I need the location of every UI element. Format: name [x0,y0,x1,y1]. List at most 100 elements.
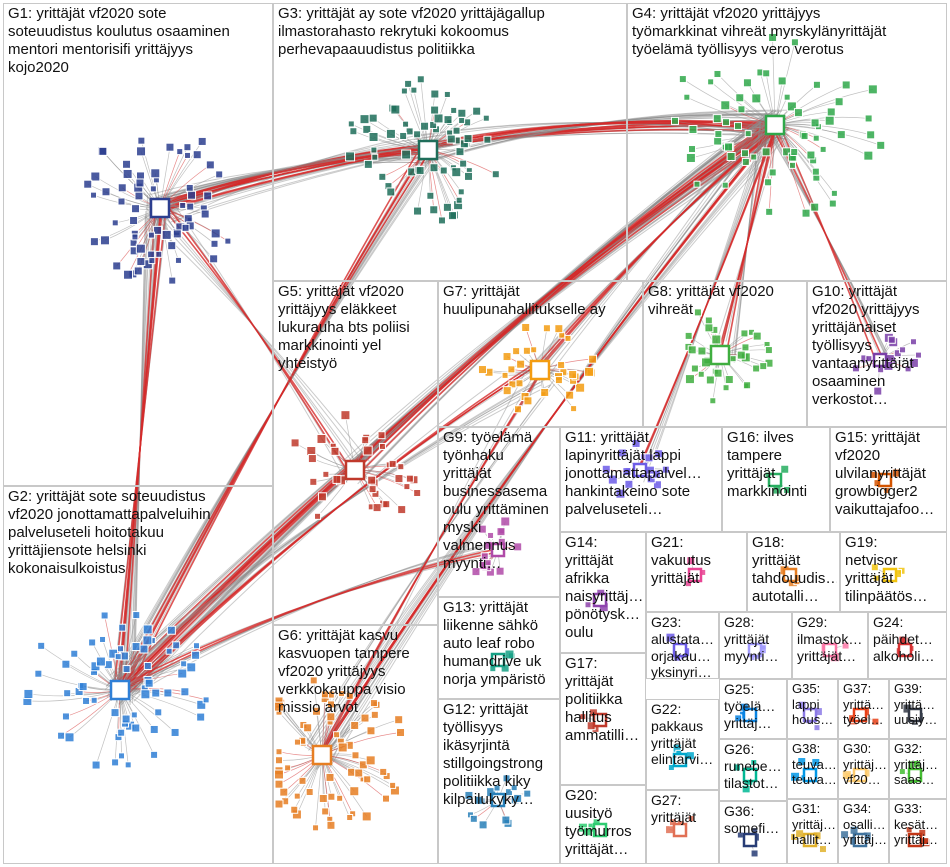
node-g4[interactable] [693,180,701,188]
node-g6[interactable] [312,706,322,716]
node-g12[interactable] [502,774,511,783]
node-g3[interactable] [368,113,378,123]
node-g6[interactable] [337,690,345,698]
node-g2[interactable] [131,723,141,733]
node-g15[interactable] [869,470,878,479]
node-g6[interactable] [361,811,372,822]
node-g1[interactable] [131,233,139,241]
node-g4[interactable] [768,168,777,177]
node-g4[interactable] [828,199,837,208]
node-g1[interactable] [155,250,163,258]
node-g7[interactable] [542,324,551,333]
node-g9[interactable] [513,542,523,552]
hub-node-g34[interactable] [852,832,868,848]
node-g3[interactable] [401,149,412,160]
node-g7[interactable] [513,405,522,414]
node-g4[interactable] [742,78,752,88]
node-g4[interactable] [762,69,771,78]
node-g38[interactable] [797,757,807,767]
node-g2[interactable] [100,611,109,620]
node-g6[interactable] [275,748,283,756]
node-g6[interactable] [345,691,354,700]
node-g6[interactable] [274,701,284,712]
node-g5[interactable] [377,431,386,440]
node-g1[interactable] [167,241,177,251]
node-g8[interactable] [684,374,695,385]
node-g4[interactable] [737,105,746,114]
node-g3[interactable] [410,86,418,94]
node-g1[interactable] [174,256,182,264]
node-g3[interactable] [446,134,456,144]
node-g31[interactable] [818,845,827,854]
node-g4[interactable] [812,80,821,89]
node-g3[interactable] [483,135,492,144]
hub-node-g24[interactable] [897,642,913,658]
node-g1[interactable] [136,146,147,157]
node-g2[interactable] [180,660,188,668]
hub-node-g26[interactable] [742,767,758,783]
node-g5[interactable] [367,475,377,485]
node-g4[interactable] [836,130,846,140]
node-g2[interactable] [117,728,126,737]
node-g4[interactable] [866,130,876,140]
hub-node-g3[interactable] [417,139,439,161]
node-g6[interactable] [350,720,360,730]
node-g5[interactable] [368,485,377,494]
node-g5[interactable] [372,503,382,513]
node-g4[interactable] [751,93,762,104]
node-g4[interactable] [786,101,797,112]
node-g8[interactable] [711,334,722,345]
node-g1[interactable] [168,276,177,285]
node-g1[interactable] [89,237,99,247]
node-g4[interactable] [867,84,878,95]
node-g7[interactable] [512,347,521,356]
node-g4[interactable] [810,118,820,128]
hub-node-g27[interactable] [672,822,688,838]
node-g3[interactable] [416,75,425,84]
hub-node-g5[interactable] [344,459,366,481]
node-g6[interactable] [293,792,301,800]
node-g2[interactable] [165,647,173,655]
node-g4[interactable] [744,130,752,138]
hub-node-g23[interactable] [672,642,688,658]
hub-node-g32[interactable] [907,767,923,783]
node-g5[interactable] [378,442,386,450]
node-g7[interactable] [502,352,512,362]
node-g6[interactable] [325,772,335,782]
node-g3[interactable] [443,90,451,98]
node-g7[interactable] [570,405,578,413]
node-g3[interactable] [437,216,446,225]
node-g6[interactable] [290,805,299,814]
node-g2[interactable] [114,653,122,661]
node-g5[interactable] [314,512,322,520]
node-g1[interactable] [184,151,192,159]
node-g38[interactable] [790,771,801,782]
node-g10[interactable] [899,346,907,354]
node-g2[interactable] [61,712,70,721]
node-g26[interactable] [732,763,741,772]
node-g2[interactable] [180,687,190,697]
node-g11[interactable] [601,464,611,474]
node-g21[interactable] [686,556,696,566]
node-g15[interactable] [891,468,901,478]
node-g2[interactable] [95,656,106,667]
node-g7[interactable] [523,396,533,406]
node-g3[interactable] [368,131,379,142]
node-g1[interactable] [111,219,119,227]
node-g8[interactable] [752,331,762,341]
node-g1[interactable] [172,229,182,239]
node-g2[interactable] [91,760,101,770]
node-g7[interactable] [568,369,578,379]
node-g2[interactable] [61,659,71,669]
node-g2[interactable] [177,668,188,679]
node-g3[interactable] [457,188,465,196]
node-g12[interactable] [478,820,488,830]
node-g2[interactable] [143,661,152,670]
node-g2[interactable] [82,696,91,705]
node-g1[interactable] [224,237,232,245]
node-g3[interactable] [464,171,474,181]
node-g38[interactable] [811,757,821,767]
node-g10[interactable] [904,365,912,373]
node-g7[interactable] [521,322,531,332]
node-g19[interactable] [870,563,879,572]
